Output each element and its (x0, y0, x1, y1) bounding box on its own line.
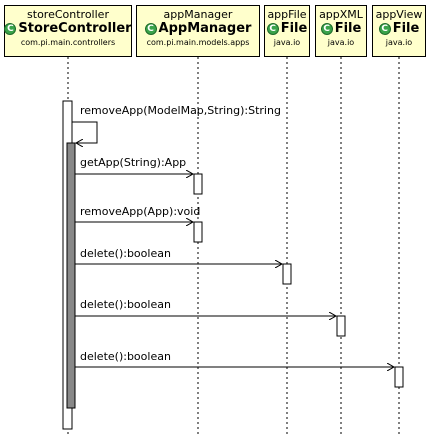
activation-appview (394, 366, 404, 388)
activation-appmanager-2 (193, 221, 203, 243)
activation-appmanager-1 (193, 173, 203, 195)
message-arrow-removeapp-self (72, 121, 98, 143)
participant-instance-name: appView (375, 8, 423, 21)
participant-class-name: StoreController (18, 21, 132, 36)
participant-instance-name: appManager (163, 8, 233, 21)
participant-instance-name: appFile (267, 8, 307, 21)
participant-package: java.io (273, 38, 301, 47)
participant-package: com.pi.main.models.apps (146, 38, 250, 47)
participant-package: java.io (327, 38, 355, 47)
class-icon: C (320, 23, 333, 35)
participant-instance-name: storeController (27, 8, 109, 21)
message-label-delete-appfile: delete():boolean (80, 247, 171, 260)
participant-class-name: File (280, 21, 308, 36)
participant-package: java.io (385, 38, 413, 47)
activation-storecontroller-inner (66, 142, 76, 409)
message-label-delete-appview: delete():boolean (80, 350, 171, 363)
activation-appxml (336, 315, 346, 337)
class-icon: C (4, 23, 17, 35)
participant-class-name: AppManager (158, 21, 252, 36)
participant-instance-name: appXML (319, 8, 363, 21)
activation-appfile (282, 263, 292, 285)
message-label-removeapp-app: removeApp(App):void (80, 205, 201, 218)
class-icon: C (378, 23, 391, 35)
message-label-removeapp-self: removeApp(ModelMap,String):String (80, 104, 281, 117)
message-label-getapp: getApp(String):App (80, 156, 187, 169)
participant-class-name: File (334, 21, 362, 36)
participant-package: com.pi.main.controllers (20, 38, 116, 47)
participant-class-name: File (392, 21, 420, 36)
class-icon: C (266, 23, 279, 35)
message-label-delete-appxml: delete():boolean (80, 298, 171, 311)
class-icon: C (144, 23, 157, 35)
